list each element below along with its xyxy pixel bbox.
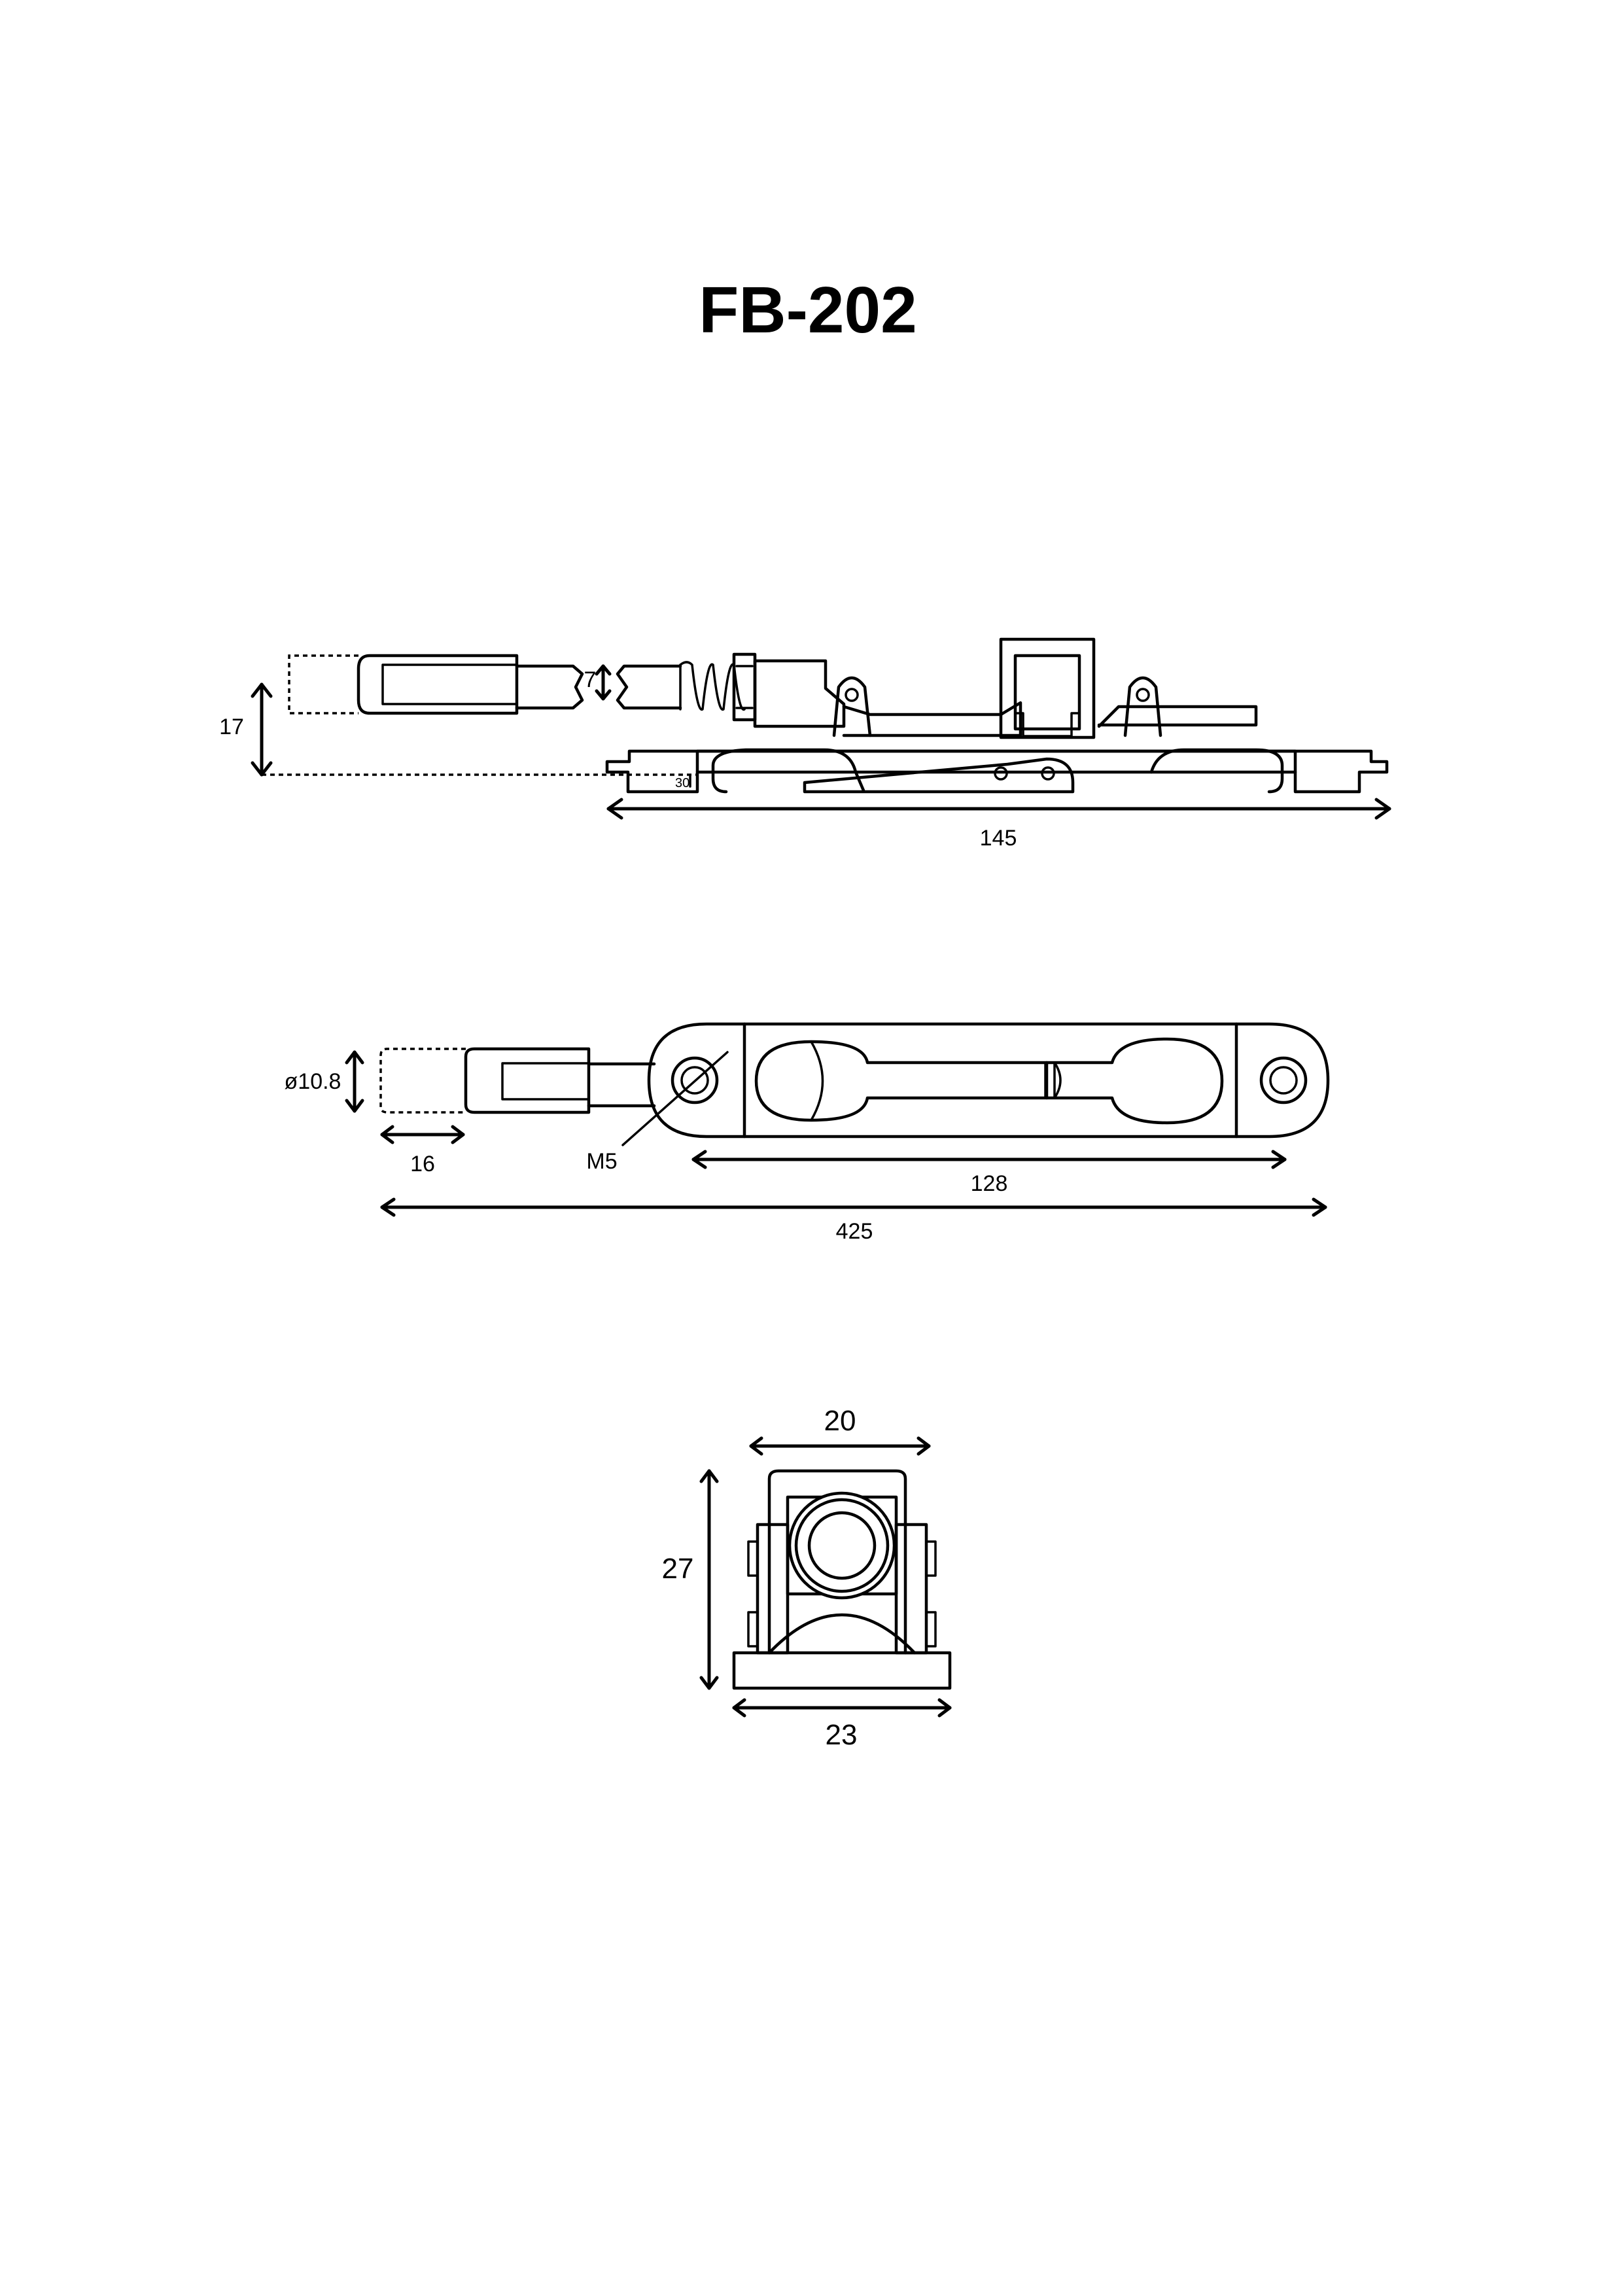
dim-height-label: 17 xyxy=(219,715,244,739)
dim-width-base-label: 23 xyxy=(826,1719,858,1751)
dim-length-label: 145 xyxy=(980,826,1017,851)
lug-right xyxy=(1123,676,1162,737)
end-bolt-outer xyxy=(788,1491,896,1600)
lever xyxy=(803,757,1075,794)
top-faceplate xyxy=(647,1022,1330,1139)
housing-outer xyxy=(999,637,1096,739)
housing-inner xyxy=(1013,654,1081,731)
pocket-right xyxy=(1149,748,1284,794)
top-view: M5 ø10.8 16 128 425 xyxy=(285,1022,1330,1244)
end-bracket-left xyxy=(756,1523,790,1655)
rod-shaft xyxy=(515,664,584,710)
pocket-left xyxy=(711,748,865,794)
base-plate-channel xyxy=(695,749,1297,774)
base-plate xyxy=(605,749,1389,794)
top-rod-ghost xyxy=(379,1048,466,1114)
dim-thread-label: M5 xyxy=(586,1149,617,1174)
top-rod-end xyxy=(464,1047,591,1114)
end-view: 20 27 23 xyxy=(662,1405,952,1751)
end-bolt-inner xyxy=(807,1511,877,1580)
dim-diameter-label: ø10.8 xyxy=(285,1069,341,1094)
rod-shaft-right xyxy=(616,664,682,710)
dim-overall-label: 425 xyxy=(836,1219,873,1244)
bolt-bar-right xyxy=(1097,705,1258,728)
slot-knob-left xyxy=(754,1040,1049,1122)
dim-width-top-label: 20 xyxy=(824,1405,856,1437)
slot-knob-right xyxy=(1045,1037,1224,1125)
dim-end-height-label: 27 xyxy=(662,1553,694,1585)
side-view: 30 17 7 145 xyxy=(219,637,1391,851)
end-top-cap xyxy=(767,1469,907,1655)
dim-rod-end-label: 16 xyxy=(410,1152,435,1176)
lug-left xyxy=(832,676,872,737)
dim-angle-label: 30 xyxy=(675,776,689,790)
screw-hole-left xyxy=(671,1056,719,1104)
bolt-bar xyxy=(842,701,1022,737)
end-dome xyxy=(767,1613,916,1655)
end-base xyxy=(732,1651,952,1690)
dim-gap-label: 7 xyxy=(584,667,597,692)
end-bracket-right xyxy=(894,1523,928,1655)
rod-end-ghost xyxy=(288,654,358,715)
screw-hole-right xyxy=(1259,1056,1308,1104)
product-title: FB-202 xyxy=(699,274,916,347)
top-rod-slot xyxy=(501,1062,590,1101)
bolt-body-block xyxy=(753,659,846,728)
rod-end-slot xyxy=(381,663,518,705)
dim-slot-label: 128 xyxy=(971,1171,1008,1196)
rod-end-outer xyxy=(357,654,519,715)
m5-leader xyxy=(621,1051,729,1146)
